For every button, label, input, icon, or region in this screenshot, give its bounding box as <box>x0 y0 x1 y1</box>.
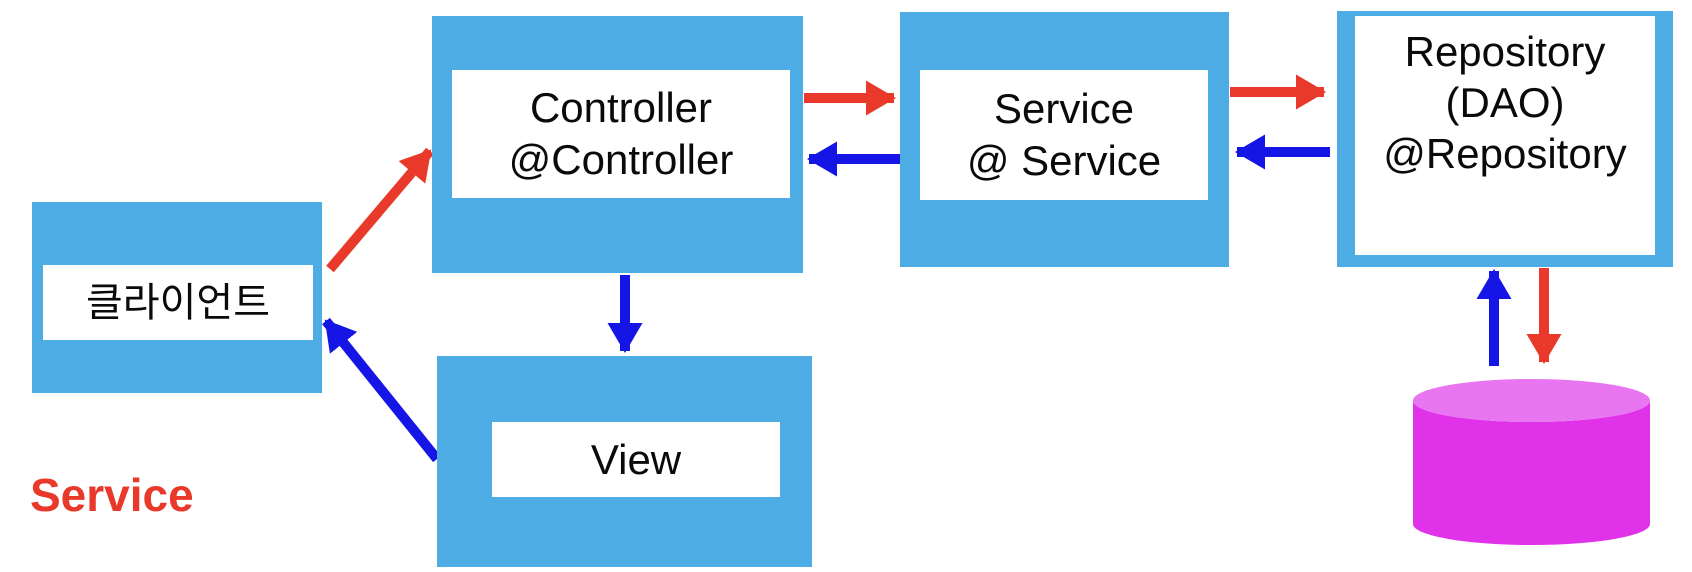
arrow-client-to-controller <box>326 147 434 273</box>
arrow-view-to-client <box>322 317 441 463</box>
service-name: Service <box>993 85 1135 132</box>
node-controller-label: Controller @Controller <box>452 70 790 198</box>
service-annotation: @ Service <box>966 137 1162 184</box>
repository-annotation: @Repository <box>1383 130 1627 177</box>
node-repository-label: Repository (DAO) @Repository <box>1355 16 1655 255</box>
database-cylinder-icon <box>1413 379 1650 545</box>
node-client: 클라이언트 <box>32 202 322 393</box>
repository-dao: (DAO) <box>1445 79 1565 126</box>
node-view: View <box>437 356 812 567</box>
node-view-label: View <box>492 422 780 497</box>
node-client-label: 클라이언트 <box>43 265 313 340</box>
controller-annotation: @Controller <box>508 136 734 183</box>
node-service-label: Service @ Service <box>920 70 1208 200</box>
repository-name: Repository <box>1404 28 1606 75</box>
node-repository: Repository (DAO) @Repository <box>1337 11 1673 267</box>
node-service: Service @ Service <box>900 12 1229 267</box>
service-layer-label: Service <box>30 469 194 521</box>
controller-name: Controller <box>529 84 713 131</box>
node-controller: Controller @Controller <box>432 16 803 273</box>
